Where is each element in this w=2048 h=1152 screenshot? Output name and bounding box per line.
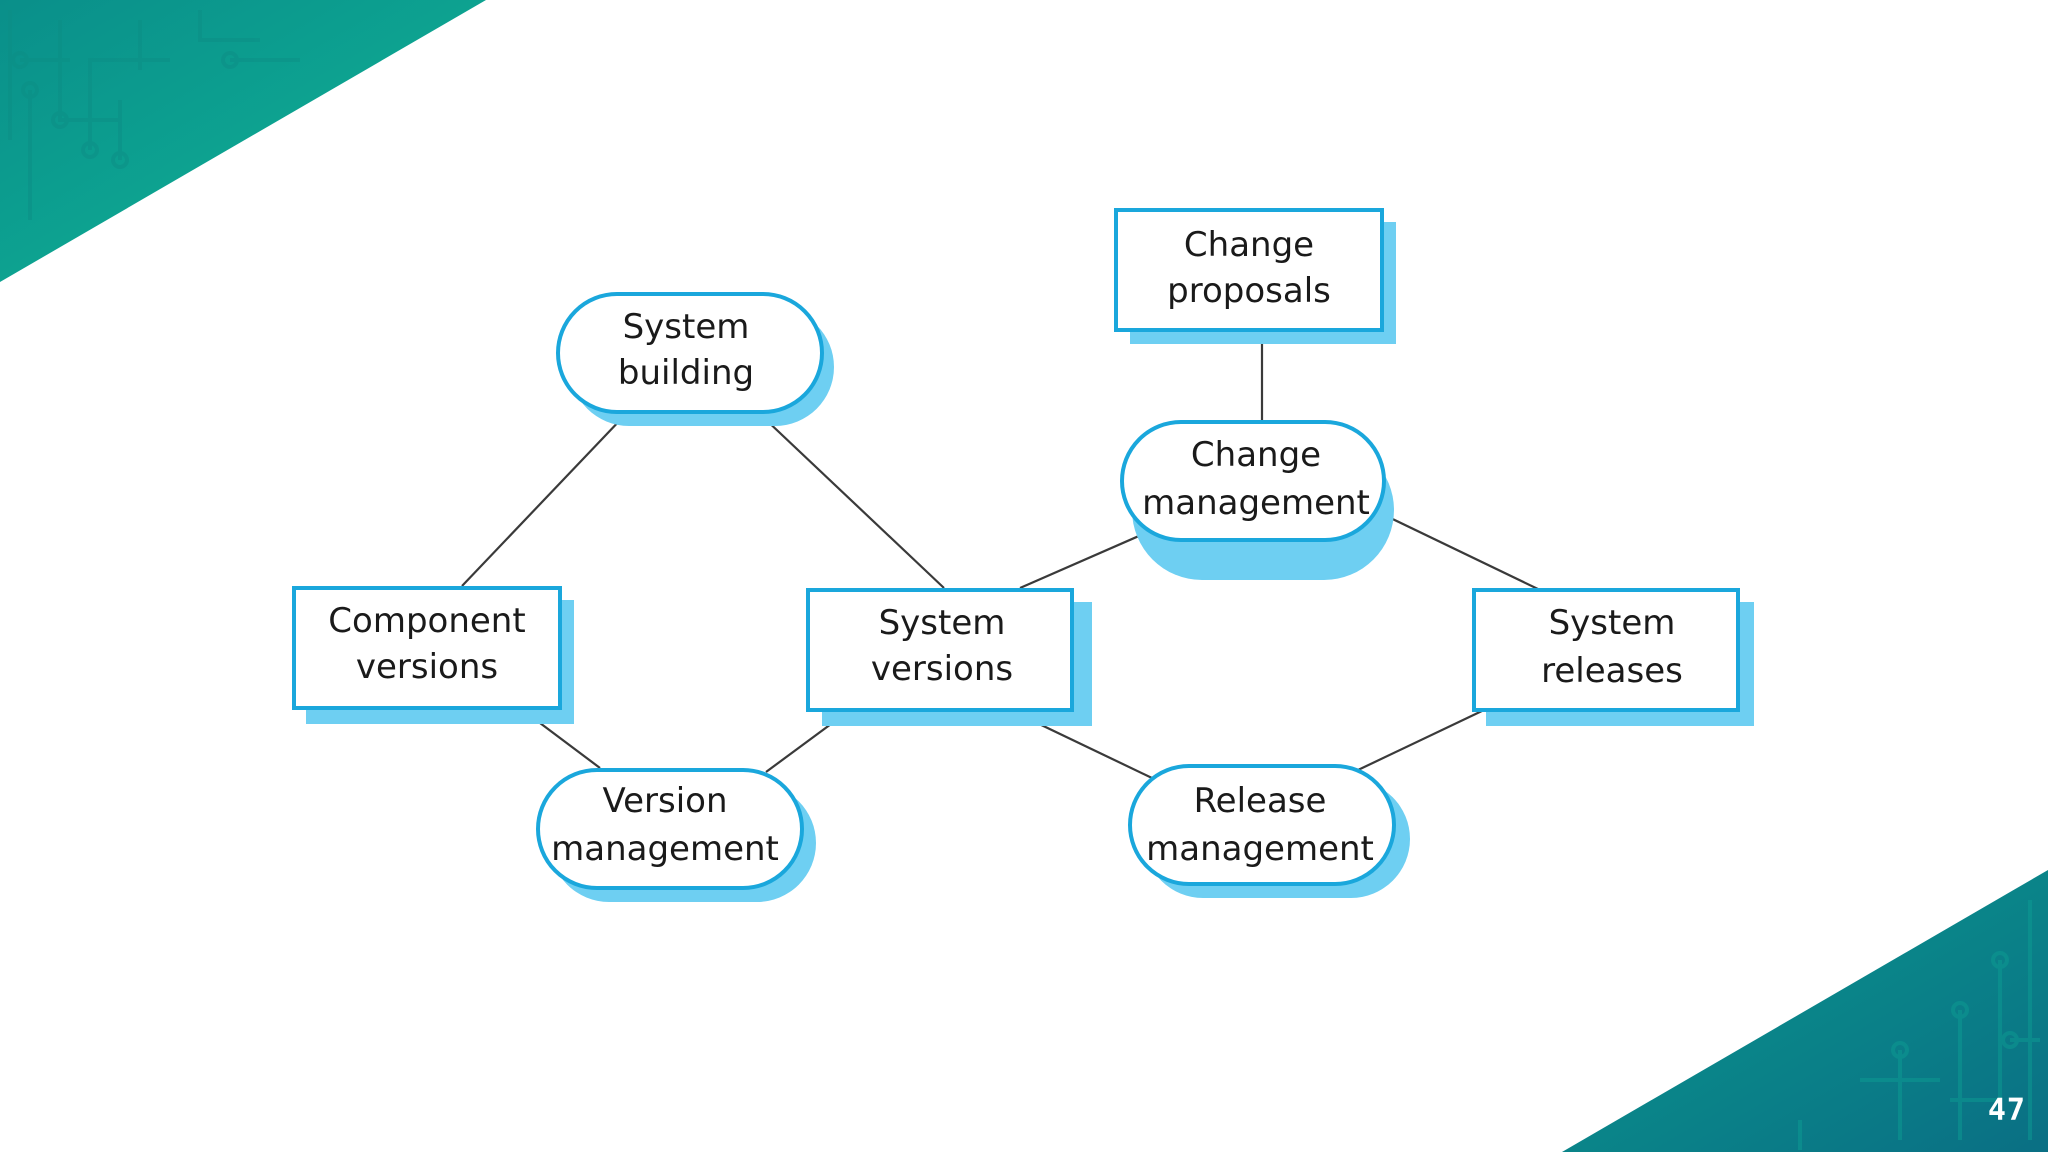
node-change-management-line1: Change bbox=[1191, 435, 1321, 475]
node-version-management-line1: Version bbox=[602, 781, 727, 821]
edge-change-management-system-releases bbox=[1377, 511, 1541, 591]
node-system-versions: System versions bbox=[806, 588, 1092, 726]
node-component-versions: Component versions bbox=[292, 586, 574, 724]
node-system-versions-line1: System bbox=[879, 603, 1006, 643]
edge-system-releases-release-management bbox=[1357, 709, 1485, 771]
node-change-management-line2: management bbox=[1142, 483, 1370, 523]
node-version-management: Version management bbox=[536, 768, 816, 902]
node-system-building-line1: System bbox=[623, 307, 750, 347]
node-change-management: Change management bbox=[1120, 420, 1394, 580]
node-release-management-line1: Release bbox=[1194, 781, 1327, 821]
node-system-releases-line2: releases bbox=[1541, 651, 1683, 691]
node-change-proposals: Change proposals bbox=[1114, 208, 1396, 344]
node-system-versions-line2: versions bbox=[871, 649, 1013, 689]
node-system-releases: System releases bbox=[1472, 588, 1754, 726]
slide-number: 47 bbox=[1987, 1093, 2026, 1128]
node-system-building: System building bbox=[556, 292, 834, 426]
edge-system-building-component-versions bbox=[461, 415, 625, 587]
node-version-management-line2: management bbox=[551, 829, 779, 869]
node-component-versions-line2: versions bbox=[356, 647, 498, 687]
edge-change-management-system-versions bbox=[1019, 530, 1149, 590]
diagram-edges bbox=[461, 330, 1541, 779]
node-release-management-line2: management bbox=[1146, 829, 1374, 869]
node-release-management: Release management bbox=[1128, 764, 1410, 898]
node-change-proposals-line2: proposals bbox=[1167, 271, 1331, 311]
node-change-proposals-line1: Change bbox=[1184, 225, 1314, 265]
node-system-building-line2: building bbox=[618, 353, 754, 393]
edge-system-building-system-versions bbox=[761, 415, 945, 589]
node-component-versions-line1: Component bbox=[328, 601, 525, 641]
node-system-releases-line1: System bbox=[1549, 603, 1676, 643]
